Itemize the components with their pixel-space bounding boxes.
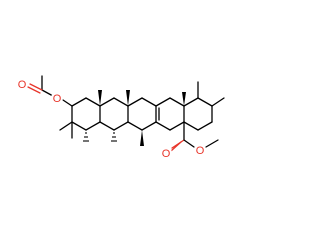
ester-carbonyl-oxygen-label: O <box>160 147 172 160</box>
atom-labels: O O O O <box>16 78 206 160</box>
wedge-bond-c14-methyl <box>140 130 144 146</box>
acetoxy-carbonyl-oxygen-label: O <box>16 78 28 91</box>
ester-carbonyl-oxygen-text: O <box>162 148 171 160</box>
acetoxy-ether-oxygen-label: O <box>51 92 63 105</box>
hashed-bond-c5 <box>83 132 89 142</box>
bond-lines <box>27 75 225 152</box>
ester-ether-oxygen-label: O <box>194 144 206 157</box>
wedge-bond-c18-hydrogen <box>182 92 186 106</box>
wedge-bond-c10-methyl <box>98 90 102 106</box>
hashed-bond-c9 <box>111 132 117 142</box>
skeletal-structure-diagram: O O O O <box>16 75 225 160</box>
wedge-bond-c8-methyl <box>126 90 130 106</box>
stereo-bonds <box>83 90 186 146</box>
acetoxy-ether-oxygen-text: O <box>53 93 62 105</box>
acetoxy-carbonyl-oxygen-text: O <box>18 79 27 91</box>
ester-ether-oxygen-text: O <box>196 145 205 157</box>
